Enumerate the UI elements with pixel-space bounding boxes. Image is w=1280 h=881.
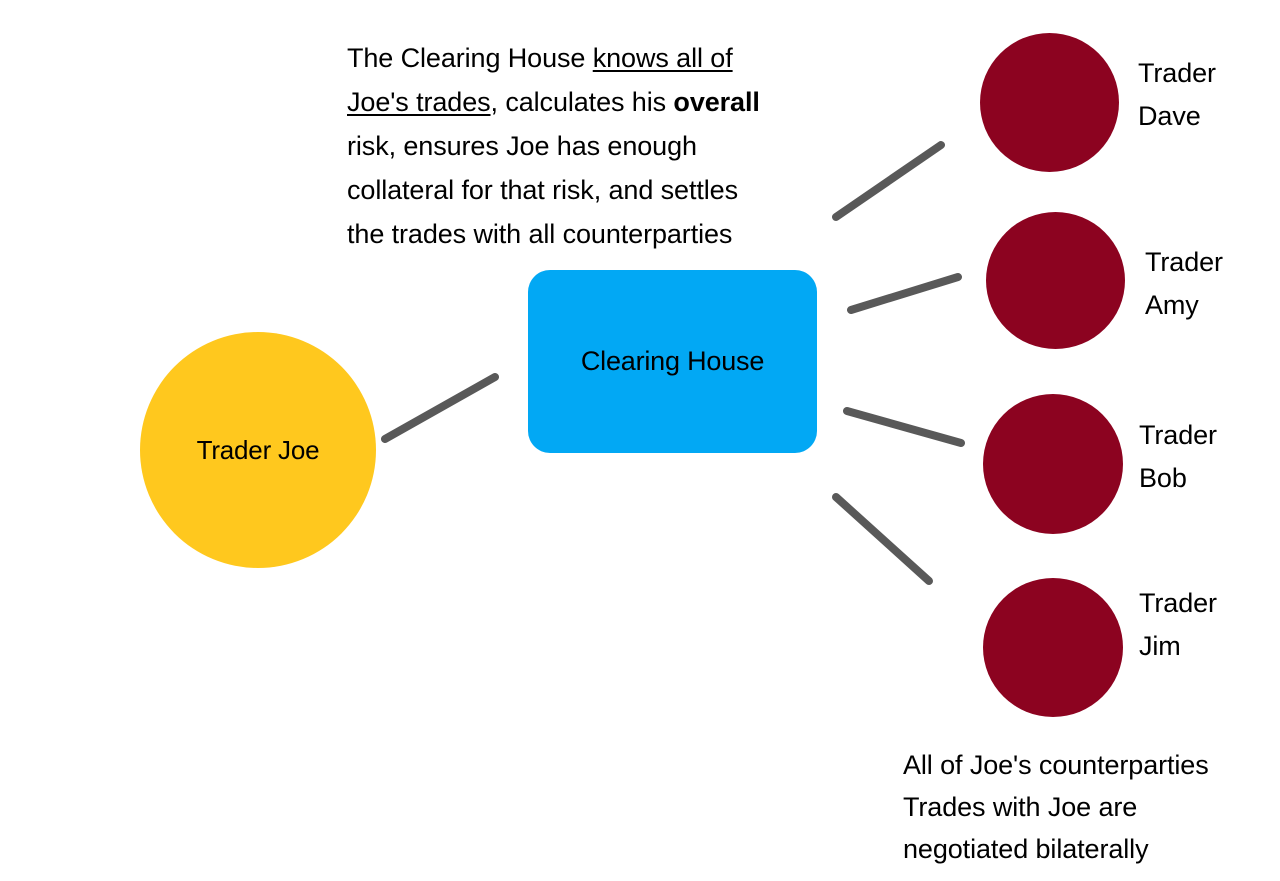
annotation-top-line3: risk, ensures Joe has enough xyxy=(347,131,697,161)
node-trader-dave-label-line2: Dave xyxy=(1138,101,1201,131)
node-trader-dave[interactable] xyxy=(980,33,1119,172)
node-trader-joe[interactable]: Trader Joe xyxy=(140,332,376,568)
node-clearing-house-label: Clearing House xyxy=(580,346,765,376)
node-trader-joe-label: Trader Joe xyxy=(196,434,320,465)
connector-clearing-house-to-bob xyxy=(843,407,965,447)
node-trader-amy-label: Trader Amy xyxy=(1145,241,1223,327)
annotation-bottom-line2: Trades with Joe are xyxy=(903,792,1138,822)
node-clearing-house[interactable]: Clearing House xyxy=(528,270,817,453)
node-trader-jim-label: Trader Jim xyxy=(1139,582,1217,668)
annotation-top-line2-plain: , calculates his xyxy=(490,87,674,117)
annotation-top-line1-plain: The Clearing House xyxy=(347,43,593,73)
node-trader-bob-label: Trader Bob xyxy=(1139,414,1217,500)
annotation-bottom-line1: All of Joe's counterparties xyxy=(903,750,1209,780)
connector-clearing-house-to-jim xyxy=(832,493,933,585)
node-trader-jim-label-line2: Jim xyxy=(1139,631,1181,661)
annotation-top-line2-bold: overall xyxy=(673,87,760,117)
annotation-clearing-house-description: The Clearing House knows all of Joe's tr… xyxy=(347,36,760,256)
node-trader-dave-label-line1: Trader xyxy=(1138,58,1216,88)
annotation-top-line5: the trades with all counterparties xyxy=(347,219,733,249)
node-trader-jim[interactable] xyxy=(983,578,1123,717)
node-trader-jim-label-line1: Trader xyxy=(1139,588,1217,618)
node-trader-amy[interactable] xyxy=(986,212,1125,349)
node-trader-bob-label-line2: Bob xyxy=(1139,463,1187,493)
node-trader-dave-label: Trader Dave xyxy=(1138,52,1216,138)
annotation-top-line4: collateral for that risk, and settles xyxy=(347,175,738,205)
annotation-bottom-line3: negotiated bilaterally xyxy=(903,834,1149,864)
annotation-top-line2-underlined: Joe's trades xyxy=(347,87,491,117)
connector-joe-to-clearing-house xyxy=(381,373,499,443)
node-trader-bob-label-line1: Trader xyxy=(1139,420,1217,450)
connector-clearing-house-to-dave xyxy=(832,141,945,221)
connector-clearing-house-to-amy xyxy=(847,273,962,314)
node-trader-bob[interactable] xyxy=(983,394,1123,534)
node-trader-amy-label-line1: Trader xyxy=(1145,247,1223,277)
annotation-counterparties-note: All of Joe's counterparties Trades with … xyxy=(903,744,1209,870)
annotation-top-line1-underlined: knows all of xyxy=(592,43,733,73)
node-trader-amy-label-line2: Amy xyxy=(1145,290,1199,320)
